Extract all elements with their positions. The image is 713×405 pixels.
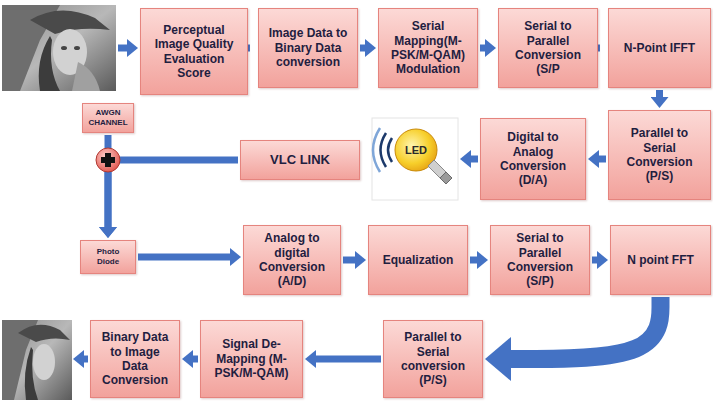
process-box: VLC LINK	[240, 140, 360, 180]
adder-symbol	[96, 148, 120, 172]
box-label: Parallel to Serial conversion (P/S)	[389, 330, 477, 388]
process-box: Digital to Analog Conversion (D/A)	[480, 118, 586, 200]
process-box: Serial to Parallel Conversion (S/P)	[490, 225, 590, 295]
box-label: Image Data to Binary Data conversion	[264, 26, 352, 69]
layout-arrow	[118, 39, 138, 57]
box-label: Serial to Parallel Conversion (S/P	[504, 19, 592, 77]
device-label: LED	[405, 144, 427, 156]
process-box: Parallel to Serial Conversion (P/S)	[608, 110, 711, 200]
process-box: Equalization	[368, 225, 468, 295]
process-box: Image Data to Binary Data conversion	[258, 8, 358, 88]
box-label: Parallel to Serial Conversion (P/S)	[614, 126, 705, 184]
led-illustration	[372, 118, 458, 200]
input-image	[2, 5, 116, 91]
box-label: Analog to digital Conversion (A/D)	[249, 231, 335, 289]
flow-arrow	[343, 257, 355, 264]
flow-arrow	[108, 160, 238, 227]
layout-arrow	[73, 350, 88, 368]
box-label: N-Point IFFT	[614, 41, 705, 55]
layout-arrow	[460, 150, 478, 168]
box-label: Serial to Parallel Conversion (S/P)	[496, 231, 584, 289]
process-box: Perceptual Image Quality Evaluation Scor…	[140, 8, 248, 95]
flow-arrow	[360, 45, 365, 52]
flow-arrow	[138, 254, 230, 261]
box-label: Binary Data to Image Data Conversion	[96, 330, 174, 388]
flow-arrow	[470, 257, 477, 264]
flow-arrow	[656, 90, 663, 97]
process-box: Binary Data to Image Data Conversion	[90, 320, 180, 398]
process-box: Signal De-Mapping (M-PSK/M-QAM)	[200, 320, 303, 398]
box-label: Photo Diode	[86, 247, 130, 266]
flow-arrow	[592, 257, 597, 264]
flow-arrow	[599, 156, 606, 163]
process-box: Serial Mapping(M-PSK/M-QAM) Modulation	[378, 8, 478, 88]
box-label: AWGN CHANNEL	[88, 108, 128, 127]
box-label: Equalization	[374, 253, 462, 267]
output-image	[2, 320, 72, 400]
flow-arrow	[193, 356, 198, 363]
detector-box: Photo Diode	[80, 240, 136, 274]
flow-arrow	[316, 356, 381, 363]
channel-box: AWGN CHANNEL	[82, 103, 134, 133]
flow-arrow	[105, 135, 112, 227]
box-label: N point FFT	[616, 253, 705, 267]
box-label: Digital to Analog Conversion (D/A)	[486, 130, 580, 188]
process-box: Parallel to Serial conversion (P/S)	[383, 320, 483, 398]
flow-arrow	[480, 45, 485, 52]
process-box: N point FFT	[610, 225, 711, 295]
process-box: Analog to digital Conversion (A/D)	[243, 225, 341, 295]
box-label: Signal De-Mapping (M-PSK/M-QAM)	[206, 337, 297, 380]
block-arrow	[511, 297, 661, 359]
process-box: N-Point IFFT	[608, 8, 711, 88]
box-label: Serial Mapping(M-PSK/M-QAM) Modulation	[384, 19, 472, 77]
box-label: Perceptual Image Quality Evaluation Scor…	[146, 23, 242, 81]
box-label: VLC LINK	[246, 152, 354, 168]
process-box: Serial to Parallel Conversion (S/P	[498, 8, 598, 88]
